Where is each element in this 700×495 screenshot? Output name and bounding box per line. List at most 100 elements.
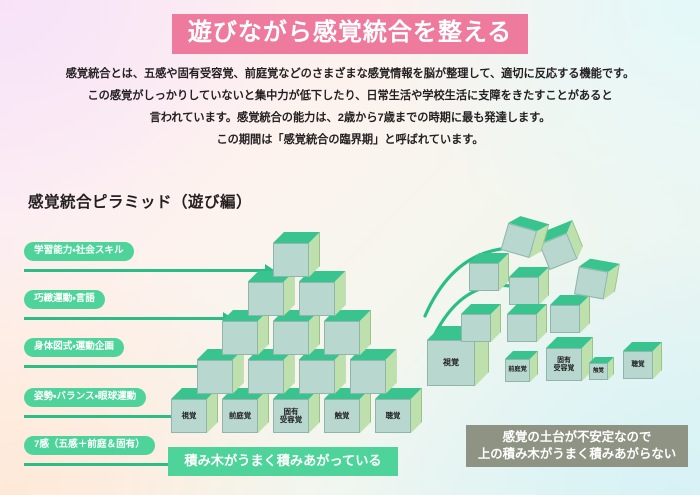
stable-cube-r2-c4 [349,349,397,394]
label-pill-4[interactable]: 姿勢・バランス・眼球運動 [24,388,147,407]
stable-cube-r2-c1 [196,349,244,394]
cube-top-face [273,388,320,399]
cube-front-face [509,277,539,305]
cube-front-face [427,340,475,386]
cube-front-face [550,305,580,333]
cube-top-face [324,310,371,321]
cube-side-face [530,351,538,382]
stable-cube-r1-c5: 聴覚 [375,388,422,433]
cube-front-face [298,282,335,316]
label-pill-2[interactable]: 巧緻運動・言語 [24,290,105,309]
arrow-shaft-4 [24,414,183,418]
cube-front-face [507,314,537,342]
stable-cube-r3-c2 [273,310,320,355]
cube-top-face [247,349,295,360]
cube-side-face [411,388,422,433]
cube-side-face [499,253,509,291]
cube-side-face [309,388,320,433]
intro-paragraph: 感覚統合とは、五感や固有受容覚、前庭覚などのさまざまな感覚情報を脳が整理して、適… [0,63,700,151]
unstable-base-cube-2: 前庭覚 [505,351,538,382]
cube-side-face [309,310,320,355]
cube-side-face [360,310,371,355]
unstable-caption-line-1: 感覚の土台が不安定なので [502,430,652,444]
cube-top-face [247,271,295,282]
cube-side-face [258,310,269,355]
cube-top-face [505,351,538,359]
intro-line-3: 言われています。感覚統合の能力は、2歳から7歳までの時期に最も発達します。 [149,112,551,124]
cube-top-face [273,232,320,243]
stable-cube-r1-c3: 固有 受容覚 [273,388,320,433]
stable-cube-r1-c2: 前庭覚 [222,388,269,433]
cube-side-face [608,357,614,380]
cube-side-face [580,295,590,333]
cube-top-face [469,253,509,263]
cube-front-face [546,348,582,381]
arrow-shaft-2 [24,316,223,320]
unstable-upper-cube-4 [507,304,547,342]
section-heading: 感覚統合ピラミッド（遊び編） [28,194,253,211]
stable-cube-r1-c4: 触覚 [324,388,371,433]
cube-top-face [222,388,269,399]
unstable-caption-line-2: 上の積み木がうまく積みあがらない [477,446,677,461]
cube-side-face [207,388,218,433]
cube-side-face [309,232,320,277]
label-row-1: 学習能力・社会スキル [24,240,274,276]
cube-front-face [349,360,386,394]
cube-side-face [582,337,593,381]
page-title: 遊びながら感覚統合を整える [171,14,529,54]
title-container: 遊びながら感覚統合を整える [0,14,700,54]
cube-top-face [550,295,590,305]
cube-side-face [258,388,269,433]
cube-top-face [461,304,501,314]
unstable-upper-cube-1 [469,253,509,291]
cube-front-face [574,266,609,300]
arrow-shaft-1 [24,268,265,272]
cube-top-face [222,310,269,321]
stable-cube-r5-c1 [273,232,320,277]
intro-line-2: この感覚がしっかりしていないと集中力が低下したり、日常生活や学校生活に支障をきた… [87,90,613,102]
cube-top-face [196,349,244,360]
cube-side-face [334,271,346,316]
stable-cube-r4-c1 [247,271,295,316]
label-pill-5[interactable]: 7感（五感＋前庭＆固有） [24,436,155,455]
intro-line-4: この期間は「感覚統合の臨界期」と呼ばれています。 [216,134,484,146]
cube-front-face [469,263,499,291]
cube-front-face [589,363,608,380]
cube-side-face [385,349,397,394]
stable-cube-r2-c2 [247,349,295,394]
stable-cube-r3-c1 [222,310,269,355]
cube-front-face [505,359,530,382]
stable-cube-r4-c2 [298,271,346,316]
stable-pyramid-diagram: 視覚前庭覚固有 受容覚触覚聴覚 [165,232,435,436]
arrow-head-1 [265,264,274,276]
cube-front-face [273,321,309,355]
cube-front-face [196,360,233,394]
cube-top-face [324,388,371,399]
unstable-base-cube-4: 触覚 [589,357,614,380]
cube-front-face [273,399,309,433]
cube-top-face [298,349,346,360]
cube-front-face [273,243,309,277]
label-pill-1[interactable]: 学習能力・社会スキル [24,242,134,261]
cube-top-face [171,388,218,399]
cube-side-face [283,271,295,316]
unstable-upper-cube-8 [574,257,620,301]
cube-side-face [539,267,549,305]
stable-caption: 積み木がうまく積みあがっている [168,447,398,476]
intro-line-1: 感覚統合とは、五感や固有受容覚、前庭覚などのさまざまな感覚情報を脳が整理して、適… [65,68,635,80]
cube-side-face [653,342,662,379]
cube-front-face [324,399,360,433]
cube-front-face [247,360,284,394]
cube-top-face [546,337,593,348]
cube-side-face [334,349,346,394]
label-pill-3[interactable]: 身体図式・運動企画 [24,338,125,357]
cube-side-face [491,304,501,342]
cube-front-face [324,321,360,355]
cube-top-face [349,349,397,360]
unstable-upper-cube-2 [509,267,549,305]
cube-front-face [171,399,207,433]
unstable-upper-cube-3 [550,295,590,333]
arrow-1 [24,264,274,276]
cube-top-face [509,267,549,277]
cube-top-face [375,388,422,399]
